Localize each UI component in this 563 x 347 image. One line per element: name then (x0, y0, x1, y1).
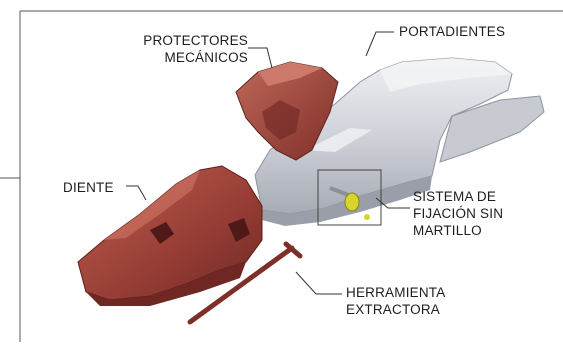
leader-diente (126, 186, 146, 200)
label-protectores: PROTECTORES MECÁNICOS (118, 32, 248, 66)
label-protectores-line2: MECÁNICOS (118, 49, 248, 66)
label-herramienta-line1: HERRAMIENTA (346, 284, 445, 301)
label-sistema: SISTEMA DE FIJACIÓN SIN MARTILLO (413, 188, 503, 239)
label-sistema-line1: SISTEMA DE (413, 188, 503, 205)
label-protectores-line1: PROTECTORES (118, 32, 248, 49)
label-portadientes: PORTADIENTES (399, 23, 505, 40)
leader-herramienta (296, 272, 342, 294)
leader-portadientes (366, 32, 394, 56)
label-herramienta: HERRAMIENTA EXTRACTORA (346, 284, 445, 318)
label-sistema-line3: MARTILLO (413, 222, 503, 239)
label-sistema-line2: FIJACIÓN SIN (413, 205, 503, 222)
label-diente: DIENTE (63, 179, 114, 196)
label-herramienta-line2: EXTRACTORA (346, 301, 445, 318)
leader-protectores (248, 48, 272, 68)
